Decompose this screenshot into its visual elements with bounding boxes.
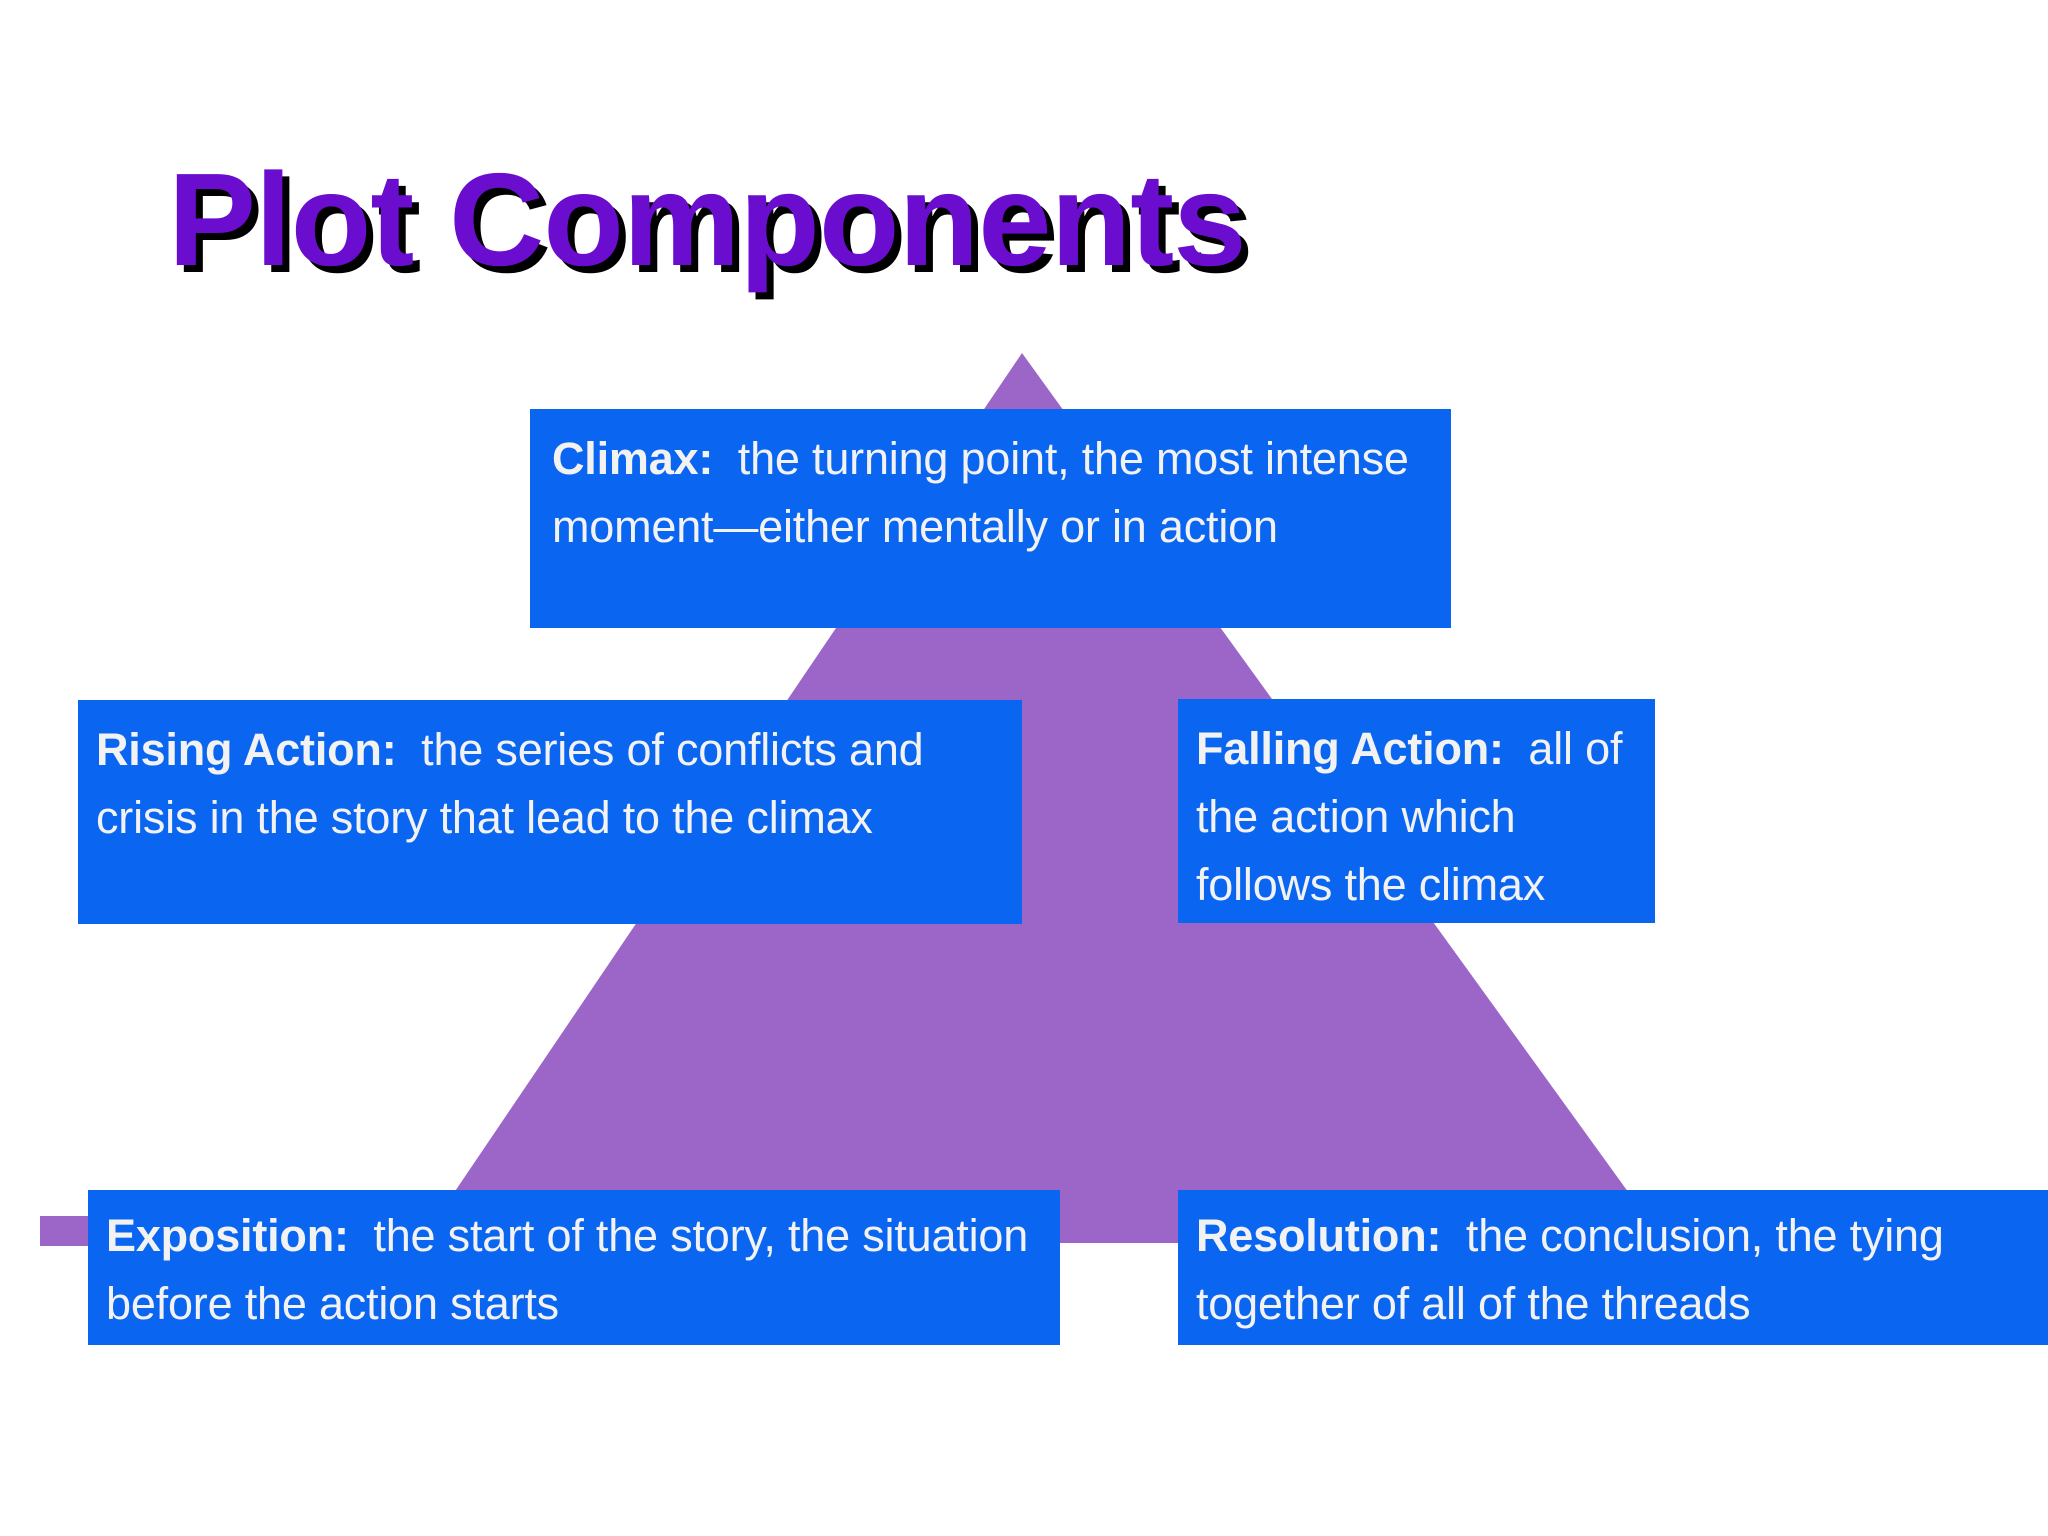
callout-falling-action: Falling Action: all of the action which …: [1178, 699, 1655, 923]
callout-falling-action-label: Falling Action:: [1196, 723, 1517, 774]
callout-resolution-label: Resolution:: [1196, 1210, 1454, 1261]
callout-exposition: Exposition: the start of the story, the …: [88, 1190, 1060, 1345]
page-title: Plot Components: [168, 146, 1247, 293]
callout-rising-action-label: Rising Action:: [96, 724, 409, 775]
callout-falling-action-text: all of the action which follows the clim…: [1196, 723, 1623, 910]
callout-resolution: Resolution: the conclusion, the tying to…: [1178, 1190, 2048, 1345]
callout-resolution-text: the conclusion, the tying together of al…: [1196, 1210, 1944, 1329]
callout-climax: Climax: the turning point, the most inte…: [530, 409, 1451, 628]
callout-climax-label: Climax:: [552, 433, 726, 484]
pyramid-base-nub: [40, 1216, 90, 1246]
callout-rising-action-text: the series of conflicts and crisis in th…: [96, 724, 924, 843]
callout-climax-text: the turning point, the most intense mome…: [552, 433, 1409, 552]
callout-rising-action: Rising Action: the series of conflicts a…: [78, 700, 1022, 924]
callout-exposition-label: Exposition:: [106, 1210, 362, 1261]
callout-exposition-text: the start of the story, the situation be…: [106, 1210, 1029, 1329]
